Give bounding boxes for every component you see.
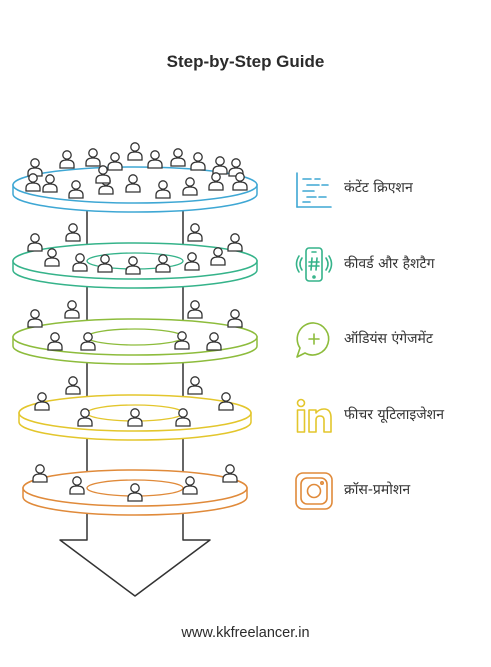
disc-layer [12, 223, 258, 289]
person-icon [95, 165, 111, 184]
person-icon [27, 309, 43, 328]
linkedin-icon [294, 396, 334, 436]
person-icon [218, 392, 234, 411]
person-icon [182, 476, 198, 495]
person-icon [69, 476, 85, 495]
person-icon [42, 174, 58, 193]
person-icon [27, 233, 43, 252]
person-icon [227, 233, 243, 252]
person-icon [155, 254, 171, 273]
person-icon [77, 408, 93, 427]
step-label-cross-promotion: क्रॉस-प्रमोशन [344, 482, 411, 498]
step-label-audience-engagement: ऑडियंस एंगेजमेंट [344, 331, 433, 347]
chat-plus-icon [294, 320, 334, 360]
person-icon [170, 148, 186, 167]
person-icon [206, 332, 222, 351]
person-icon [210, 247, 226, 266]
person-icon [187, 376, 203, 395]
person-icon [174, 331, 190, 350]
person-icon [187, 300, 203, 319]
person-icon [59, 150, 75, 169]
person-icon [182, 177, 198, 196]
person-icon [127, 408, 143, 427]
person-icon [44, 248, 60, 267]
footer-url: www.kkfreelancer.in [181, 625, 310, 641]
person-icon [208, 172, 224, 191]
disc-layer [12, 300, 258, 365]
disc-layer [22, 464, 248, 516]
person-icon [72, 253, 88, 272]
disc-layer [18, 376, 252, 441]
person-icon [32, 464, 48, 483]
instagram-icon [294, 471, 334, 511]
person-icon [127, 142, 143, 161]
person-icon [68, 180, 84, 199]
person-icon [125, 174, 141, 193]
person-icon [147, 150, 163, 169]
person-icon [25, 173, 41, 192]
person-icon [125, 256, 141, 275]
person-icon [175, 408, 191, 427]
person-icon [232, 172, 248, 191]
person-icon [184, 252, 200, 271]
person-icon [190, 152, 206, 171]
person-icon [127, 483, 143, 502]
person-icon [34, 392, 50, 411]
page-title: Step-by-Step Guide [166, 52, 325, 71]
person-icon [222, 464, 238, 483]
person-icon [65, 376, 81, 395]
person-icon [107, 152, 123, 171]
content-lines-icon [294, 170, 334, 210]
person-icon [97, 254, 113, 273]
step-label-feature-utilization: फीचर यूटिलाइजेशन [344, 407, 444, 423]
person-icon [227, 309, 243, 328]
person-icon [47, 332, 63, 351]
person-icon [212, 156, 228, 175]
person-icon [187, 223, 203, 242]
down-arrow-icon [59, 505, 211, 597]
step-label-content-creation: कंटेंट क्रिएशन [344, 180, 413, 196]
person-icon [65, 223, 81, 242]
person-icon [27, 158, 43, 177]
person-icon [85, 148, 101, 167]
disc-layer [12, 142, 258, 213]
person-icon [80, 332, 96, 351]
phone-hashtag-icon [294, 245, 334, 285]
step-label-keywords-hashtags: कीवर्ड और हैशटैग [344, 256, 435, 272]
person-icon [155, 180, 171, 199]
person-icon [64, 300, 80, 319]
